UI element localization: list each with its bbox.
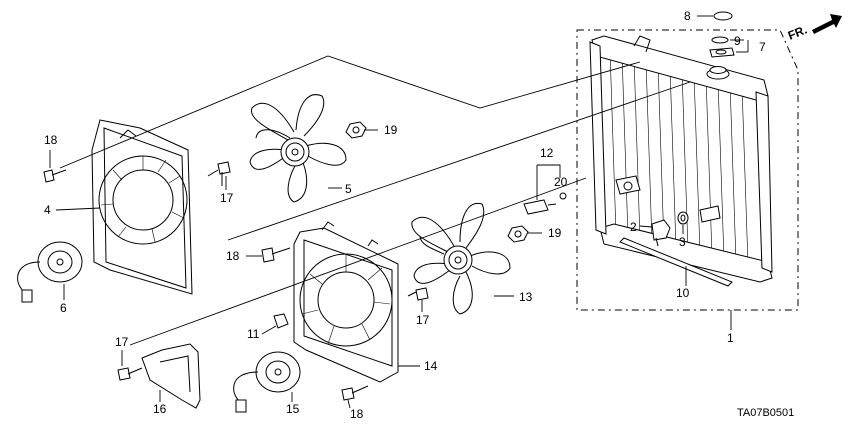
nut-upper: [345, 121, 367, 139]
callout-6: 6: [60, 301, 67, 315]
front-direction-indicator: FR.: [786, 14, 842, 43]
callout-9: 9: [734, 34, 741, 48]
bolt-upper-center: [207, 161, 231, 186]
callout-18-upper-left: 18: [44, 133, 58, 147]
radiator-cap-assembly: [709, 11, 735, 58]
bolt-upper-left: [43, 169, 67, 183]
callout-1: 1: [727, 331, 734, 345]
cooling-fan-b: [411, 202, 511, 315]
callout-4: 4: [44, 203, 51, 217]
callout-19-lower: 19: [548, 226, 562, 240]
callout-5: 5: [345, 182, 352, 196]
callout-labels: 1 2 3 4 5 6 7 8 9 10 11 12 13 14 15 16 1…: [44, 9, 766, 421]
callout-14: 14: [424, 359, 438, 373]
callout-17-upper: 17: [220, 191, 234, 205]
bolt-middle-right: [407, 287, 429, 301]
radiator: [589, 35, 773, 283]
bolt-middle-left: [261, 247, 291, 263]
fan-shroud-a: [91, 119, 193, 295]
thermo-switch: [523, 192, 567, 215]
diagram-code: TA07B0501: [737, 407, 794, 419]
callout-10: 10: [676, 286, 690, 300]
callout-16: 16: [153, 402, 167, 416]
drain-plug: [651, 219, 671, 247]
lower-bracket: [141, 343, 201, 409]
cooling-fan-a: [249, 94, 347, 203]
nut-lower: [507, 225, 529, 243]
bolt-lower-left: [117, 367, 143, 381]
radiator-group-outline: [576, 29, 799, 311]
front-direction-label: FR.: [786, 23, 809, 43]
callout-8: 8: [684, 9, 691, 23]
callout-12: 12: [540, 146, 554, 160]
seal-strip: [619, 237, 733, 287]
callout-3: 3: [679, 235, 686, 249]
fan-shroud-b: [293, 221, 399, 383]
callout-2: 2: [630, 220, 637, 234]
callout-18-middle-left: 18: [226, 249, 240, 263]
bolt-lower: [341, 385, 369, 401]
callout-13: 13: [519, 290, 533, 304]
o-ring-washer: [677, 211, 689, 225]
callout-11: 11: [247, 327, 260, 341]
fan-motor-a: [17, 241, 83, 303]
callout-19-upper: 19: [384, 123, 398, 137]
callout-20: 20: [554, 175, 568, 189]
front-arrow-icon: [812, 14, 842, 34]
fan-motor-b: [233, 351, 301, 413]
callout-17-middle-right: 17: [416, 313, 430, 327]
callout-18-lower: 18: [350, 407, 364, 421]
callout-15: 15: [286, 402, 300, 416]
callout-17-lower-left: 17: [115, 335, 129, 349]
callout-7: 7: [759, 40, 766, 54]
connector-clip: [273, 313, 289, 329]
